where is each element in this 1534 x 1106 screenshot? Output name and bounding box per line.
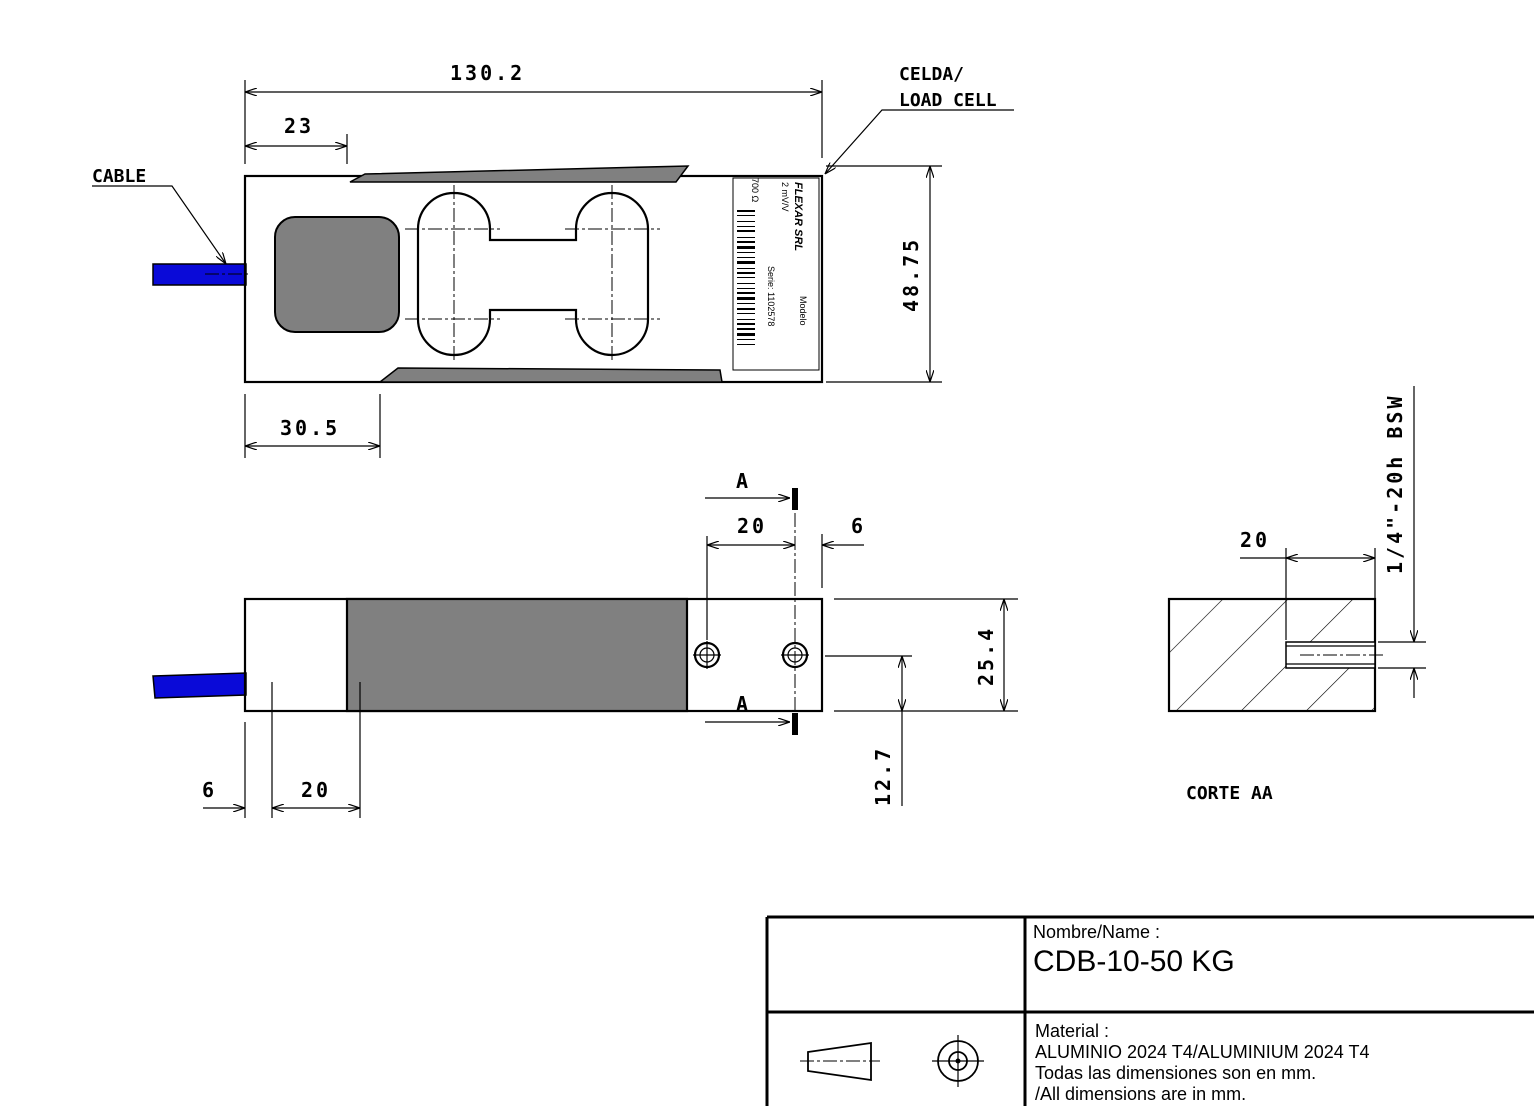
barcode-bar	[737, 339, 755, 340]
barcode-bar	[737, 215, 755, 216]
dim-hole-edge: 6	[851, 514, 866, 538]
mount-hole-left	[693, 641, 721, 669]
dim-hole-spacing: 20	[737, 514, 767, 538]
section-mark-bottom	[792, 713, 798, 735]
barcode-bar	[737, 283, 755, 284]
barcode-bar	[737, 292, 755, 294]
barcode-bar	[737, 261, 755, 264]
barcode	[737, 210, 755, 345]
dim-cable-offset-side: 6	[202, 778, 217, 802]
label-brand: FLEXAR SRL	[792, 182, 804, 251]
barcode-bar	[737, 210, 755, 212]
barcode-bar	[737, 303, 755, 304]
binocular-hole	[416, 191, 650, 357]
name-label: Nombre/Name :	[1033, 922, 1160, 942]
bottom-chamfer	[377, 367, 723, 383]
section-mark-top	[792, 488, 798, 510]
barcode-bar	[737, 241, 755, 243]
barcode-bar	[737, 313, 755, 314]
dim-gauge-offset: 20	[301, 778, 331, 802]
barcode-bar	[737, 323, 755, 325]
barcode-bar	[737, 226, 755, 227]
barcode-bar	[737, 268, 755, 269]
top-chamfer	[349, 165, 690, 183]
dim-cable-offset: 23	[284, 114, 314, 138]
barcode-bar	[737, 288, 755, 289]
dim-width: 48.75	[899, 237, 923, 312]
dim-pocket-offset: 30.5	[280, 416, 340, 440]
gauge-cover	[345, 597, 689, 713]
label-impedance: 700 Ω	[750, 178, 760, 203]
material-label: Material :	[1035, 1021, 1109, 1041]
cable-callout: CABLE	[92, 166, 146, 187]
dim-hole-height: 12.7	[871, 746, 895, 806]
label-serie: Serie: 1102578	[766, 266, 776, 326]
dim-overall-length: 130.2	[450, 61, 525, 85]
title-block: Nombre/Name : CDB-10-50 KG Material : AL…	[765, 915, 1534, 1106]
barcode-bar	[737, 297, 755, 300]
barcode-bar	[737, 272, 755, 274]
barcode-bar	[737, 257, 755, 258]
material-value: ALUMINIO 2024 T4/ALUMINIUM 2024 T4	[1035, 1042, 1369, 1062]
barcode-bar	[737, 333, 755, 336]
label-sensitivity: 2 mV/V	[780, 182, 790, 212]
note-spanish: Todas las dimensiones son en mm.	[1035, 1063, 1316, 1083]
barcode-bar	[737, 221, 755, 222]
section-label-bottom: A	[736, 692, 751, 716]
barcode-bar	[737, 252, 755, 253]
section-title: CORTE AA	[1186, 783, 1273, 804]
name-value: CDB-10-50 KG	[1033, 945, 1235, 978]
product-label: FLEXAR SRL Modelo 2 mV/V Serie: 1102578 …	[732, 177, 820, 371]
note-english: /All dimensions are in mm.	[1035, 1084, 1246, 1104]
barcode-bar	[737, 328, 755, 330]
label-modelo: Modelo	[798, 296, 808, 326]
thread-spec: 1/4"-20h BSW	[1383, 394, 1407, 575]
gauge-pocket	[274, 216, 400, 333]
barcode-bar	[737, 237, 755, 238]
barcode-bar	[737, 230, 755, 232]
cell-callout-line2: LOAD CELL	[899, 90, 997, 111]
side-view: A A 20 6 25.4 12.7 6 20	[152, 469, 1018, 818]
dim-thread-depth: 20	[1240, 528, 1270, 552]
dim-height: 25.4	[974, 626, 998, 686]
barcode-bar	[737, 277, 755, 278]
barcode-bar	[737, 246, 755, 249]
barcode-bar	[737, 344, 755, 345]
top-view: FLEXAR SRL Modelo 2 mV/V Serie: 1102578 …	[92, 61, 1014, 458]
barcode-bar	[737, 308, 755, 310]
projection-symbol-icon	[800, 1035, 984, 1087]
cell-callout-line1: CELDA/	[899, 64, 964, 85]
section-view: 20 1/4"-20h BSW CORTE AA	[1167, 386, 1426, 804]
cable-side	[152, 672, 247, 699]
barcode-bar	[737, 319, 755, 320]
section-label-top: A	[736, 469, 751, 493]
